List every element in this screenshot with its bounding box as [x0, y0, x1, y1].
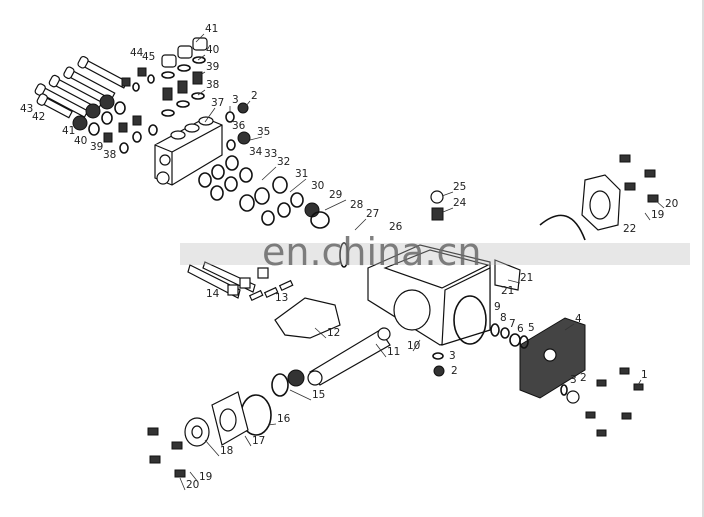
- callout-label: 10: [407, 340, 420, 352]
- callout-label: 7: [509, 318, 516, 330]
- callout-label: 35: [257, 126, 270, 138]
- callout-label: 3: [232, 94, 239, 106]
- callout-label: 6: [517, 323, 524, 335]
- callout-label: 28: [350, 199, 363, 211]
- image-border: [702, 0, 704, 517]
- crankshaft: [147, 327, 391, 478]
- rear-cover: [432, 317, 644, 437]
- callout-label: 21: [520, 272, 533, 284]
- seal-rings: [198, 102, 349, 268]
- callout-label: 3: [449, 350, 456, 362]
- callout-label: 24: [453, 197, 467, 209]
- callout-label: 26: [389, 221, 403, 233]
- callout-label: 13: [275, 292, 288, 304]
- callout-label: 15: [312, 389, 325, 401]
- callout-label: 14: [206, 288, 220, 300]
- connecting-rods: [187, 261, 341, 339]
- crankcase: [367, 190, 521, 346]
- callout-label: 36: [232, 120, 246, 132]
- callout-label: 40: [206, 44, 219, 56]
- callout-label: 38: [206, 79, 219, 91]
- watermark: en.china.cn: [262, 230, 482, 274]
- callout-label: 16: [277, 413, 291, 425]
- callout-label: 41: [205, 23, 218, 35]
- part-callouts: 41 40 39 38 44 45 43 42 41 40 39 38 37 3…: [20, 23, 678, 491]
- callout-label: 38: [103, 149, 116, 161]
- callout-label: 11: [387, 346, 400, 358]
- callout-label: 19: [651, 209, 664, 221]
- callout-label: 40: [74, 135, 87, 147]
- rear-flange-right: [539, 154, 659, 241]
- callout-label: 4: [575, 313, 582, 325]
- callout-label: 5: [528, 322, 535, 334]
- manifold-block: [154, 116, 223, 186]
- callout-label: 34: [249, 146, 263, 158]
- callout-label: 20: [186, 479, 199, 491]
- callout-label: 20: [665, 198, 678, 210]
- callout-label: 30: [311, 180, 324, 192]
- callout-label: 8: [500, 312, 507, 324]
- callout-label: 3: [570, 374, 577, 386]
- callout-label: 2: [251, 90, 258, 102]
- callout-label: 9: [494, 301, 501, 313]
- callout-label: 1: [641, 369, 648, 381]
- callout-label: 19: [199, 471, 212, 483]
- callout-label: 39: [90, 141, 103, 153]
- callout-label: 32: [277, 156, 290, 168]
- callout-label: 39: [206, 61, 219, 73]
- callout-label: 18: [220, 445, 233, 457]
- callout-label: 27: [366, 208, 379, 220]
- callout-label: 45: [142, 51, 155, 63]
- callout-label: 17: [252, 435, 265, 447]
- callout-label: 41: [62, 125, 75, 137]
- callout-label: 2: [580, 372, 587, 384]
- callout-label: 42: [32, 111, 45, 123]
- long-bolts: [34, 55, 128, 119]
- callout-label: 22: [623, 223, 636, 235]
- plugs-top: [161, 37, 208, 117]
- callout-label: 44: [130, 47, 144, 59]
- callout-label: 37: [211, 97, 224, 109]
- callout-label: 43: [20, 103, 33, 115]
- callout-label: 25: [453, 181, 466, 193]
- plugs-left: [72, 67, 158, 154]
- watermark-band: en.china.cn: [180, 230, 690, 274]
- leader-lines: [179, 33, 665, 491]
- callout-label: 33: [264, 148, 277, 160]
- callout-label: 21: [501, 285, 514, 297]
- callout-label: 12: [327, 327, 340, 339]
- callout-label: 2: [451, 365, 458, 377]
- callout-label: 29: [329, 189, 342, 201]
- callout-label: 31: [295, 168, 308, 180]
